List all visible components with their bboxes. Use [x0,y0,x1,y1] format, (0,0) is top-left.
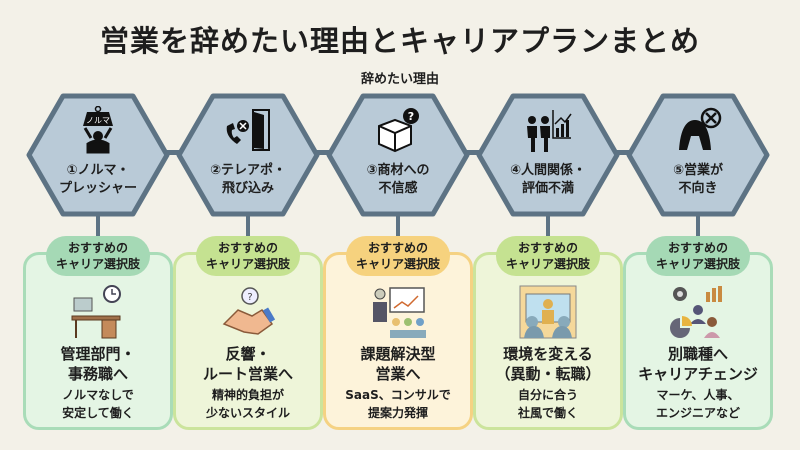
career-desc-line1: マーケ、人事、 [656,388,740,402]
career-desc-line2: エンジニアなど [655,406,740,420]
reason-column: ②テレアポ・飛び込み おすすめのキャリア選択肢 ? 反響・ルート営業へ 精神的負… [173,0,323,450]
badge-line2: キャリア選択肢 [205,257,290,271]
head-down-icon [673,106,723,154]
phone-door-icon [223,106,273,154]
reason-label-line1: ④人間関係・ [509,163,586,178]
recommend-badge: おすすめのキャリア選択肢 [496,236,600,276]
career-desc-line2: 提案力発揮 [367,406,428,420]
badge-line1: おすすめの [517,241,578,255]
career-desc-line1: ノルマなしで [62,388,134,402]
career-title-line2: キャリアチェンジ [638,365,758,383]
section-subtitle: 辞めたい理由 [360,72,439,87]
connector-stem [96,216,100,240]
svg-text:?: ? [247,292,252,303]
handshake-icon: ? [218,284,278,340]
badge-line2: キャリア選択肢 [655,257,740,271]
career-desc-line2: 社風で働く [517,406,578,420]
reason-label-line2: 飛び込み [221,181,274,196]
career-description: SaaS、コンサルで提案力発揮 [336,386,460,422]
connector-stem [546,216,550,240]
recommend-badge: おすすめのキャリア選択肢 [196,236,300,276]
career-title: 別職種へキャリアチェンジ [636,344,760,384]
connector-stem [396,216,400,240]
career-title-line1: 環境を変える [503,345,593,363]
career-title-line2: 営業へ [375,365,421,383]
badge-line2: キャリア選択肢 [355,257,440,271]
office-desk-icon [68,284,128,340]
recommend-badge: おすすめのキャリア選択肢 [346,236,450,276]
badge-line1: おすすめの [217,241,278,255]
reason-label-line2: プレッシャー [58,181,137,196]
reason-hexagon: ? ③商材への不信感 [325,92,471,218]
reason-hexagon: ノルマ ①ノルマ・プレッシャー [25,92,171,218]
reason-hexagon: ④人間関係・評価不満 [475,92,621,218]
career-title-line2: ルート営業へ [202,365,293,383]
reason-label-line1: ①ノルマ・ [66,163,130,178]
career-title: 反響・ルート営業へ [186,344,310,384]
career-description: 精神的負担が少ないスタイル [186,386,310,422]
reason-hexagon: ②テレアポ・飛び込み [175,92,321,218]
career-desc-line1: 自分に合う [517,388,578,402]
reason-column: ノルマ ①ノルマ・プレッシャー おすすめのキャリア選択肢 管理部門・事務職へ ノ… [23,0,173,450]
box-question-icon: ? [373,106,423,154]
svg-text:?: ? [408,110,414,123]
career-card [623,252,773,430]
career-title-line1: 管理部門・ [60,345,136,363]
reason-label-line1: ②テレアポ・ [209,163,286,178]
connector-stem [246,216,250,240]
reason-column: ⑤営業が不向き おすすめのキャリア選択肢 別職種へキャリアチェンジ マーケ、人事… [623,0,773,450]
reason-label-line1: ③商材への [366,163,430,178]
career-description: マーケ、人事、エンジニアなど [636,386,760,422]
badge-line1: おすすめの [367,241,428,255]
career-desc-line2: 少ないスタイル [205,406,290,420]
career-change-icon [668,284,728,340]
meeting-room-icon [518,284,578,340]
presentation-icon [368,284,428,340]
career-description: 自分に合う社風で働く [486,386,610,422]
connector-stem [696,216,700,240]
reason-column: ④人間関係・評価不満 おすすめのキャリア選択肢 環境を変える （異動・転職） 自分… [473,0,623,450]
career-desc-line1: SaaS、コンサルで [345,388,451,402]
reason-label-line1: ⑤営業が [672,163,723,178]
career-title-line1: 反響・ [225,345,271,363]
career-title-line2: （異動・転職） [495,365,601,383]
career-description: ノルマなしで安定して働く [36,386,160,422]
badge-line1: おすすめの [67,241,128,255]
reason-column: ? ③商材への不信感 おすすめのキャリア選択肢 課題解決型営業へ SaaS、コン… [323,0,473,450]
badge-line2: キャリア選択肢 [505,257,590,271]
reason-hexagon: ⑤営業が不向き [625,92,771,218]
career-title: 環境を変える （異動・転職） [486,344,610,384]
career-title-line2: 事務職へ [67,365,128,383]
quota-label: ノルマ [86,116,110,125]
recommend-badge: おすすめのキャリア選択肢 [646,236,750,276]
reason-label-line2: 評価不満 [521,181,574,196]
career-title: 管理部門・事務職へ [36,344,160,384]
career-desc-line1: 精神的負担が [211,388,284,402]
career-title: 課題解決型営業へ [336,344,460,384]
badge-line1: おすすめの [667,241,728,255]
career-title-line1: 課題解決型 [360,345,436,363]
quota-weight-icon: ノルマ [73,105,123,154]
badge-line2: キャリア選択肢 [55,257,140,271]
recommend-badge: おすすめのキャリア選択肢 [46,236,150,276]
page-title: 営業を辞めたい理由とキャリアプランまとめ [99,24,700,58]
conflict-chart-icon [523,106,573,154]
career-title-line1: 別職種へ [667,345,728,363]
reason-label-line2: 不信感 [378,181,418,196]
career-desc-line2: 安定して働く [62,406,134,420]
reason-label-line2: 不向き [678,181,718,196]
